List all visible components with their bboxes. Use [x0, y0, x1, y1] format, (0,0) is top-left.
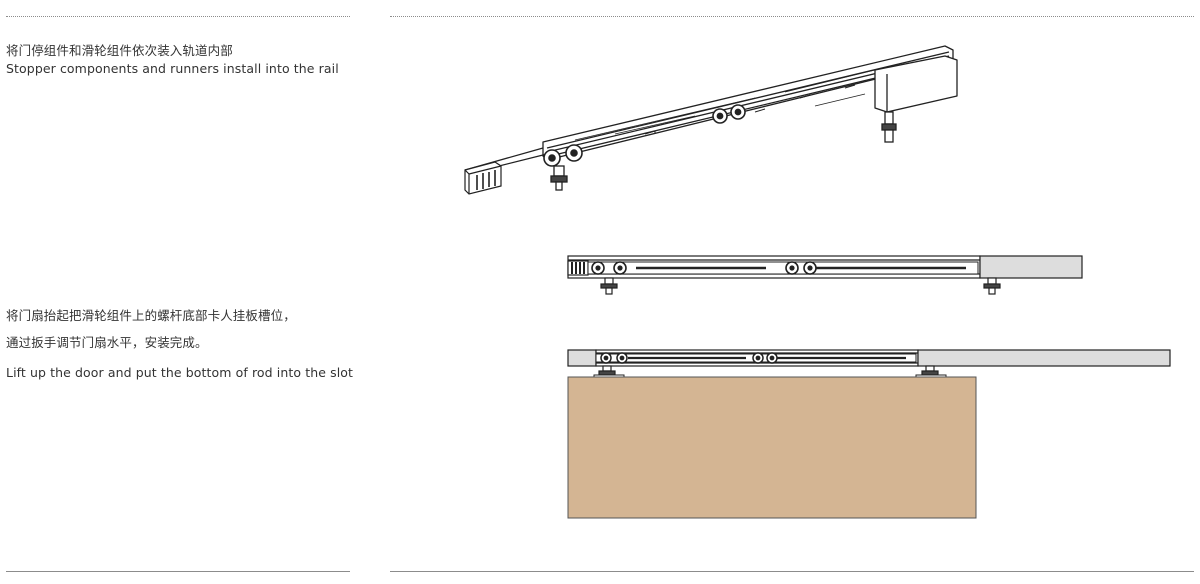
rail-side-view-illustration — [567, 255, 1083, 295]
bottom-divider-right — [390, 571, 1194, 572]
bottom-divider-left — [6, 571, 350, 572]
top-divider-right — [390, 16, 1194, 17]
step-1-instructions: 将门停组件和滑轮组件依次装入轨道内部 Stopper components an… — [6, 42, 339, 78]
rail-perspective-illustration — [464, 45, 958, 195]
step-1-chinese: 将门停组件和滑轮组件依次装入轨道内部 — [6, 43, 233, 58]
step-1-english: Stopper components and runners install i… — [6, 61, 339, 76]
step-2-english: Lift up the door and put the bottom of r… — [6, 365, 354, 380]
top-divider-left — [6, 16, 350, 17]
step-2-instructions: 将门扇抬起把滑轮组件上的螺杆底部卡人挂板槽位， 通过扳手调节门扇水平，安装完成。… — [6, 302, 353, 382]
door-installed-illustration — [567, 349, 1171, 519]
door-panel — [567, 376, 977, 519]
step-2-chinese-line-1: 将门扇抬起把滑轮组件上的螺杆底部卡人挂板槽位， — [6, 308, 296, 323]
step-2-chinese-line-2: 通过扳手调节门扇水平，安装完成。 — [6, 335, 208, 350]
